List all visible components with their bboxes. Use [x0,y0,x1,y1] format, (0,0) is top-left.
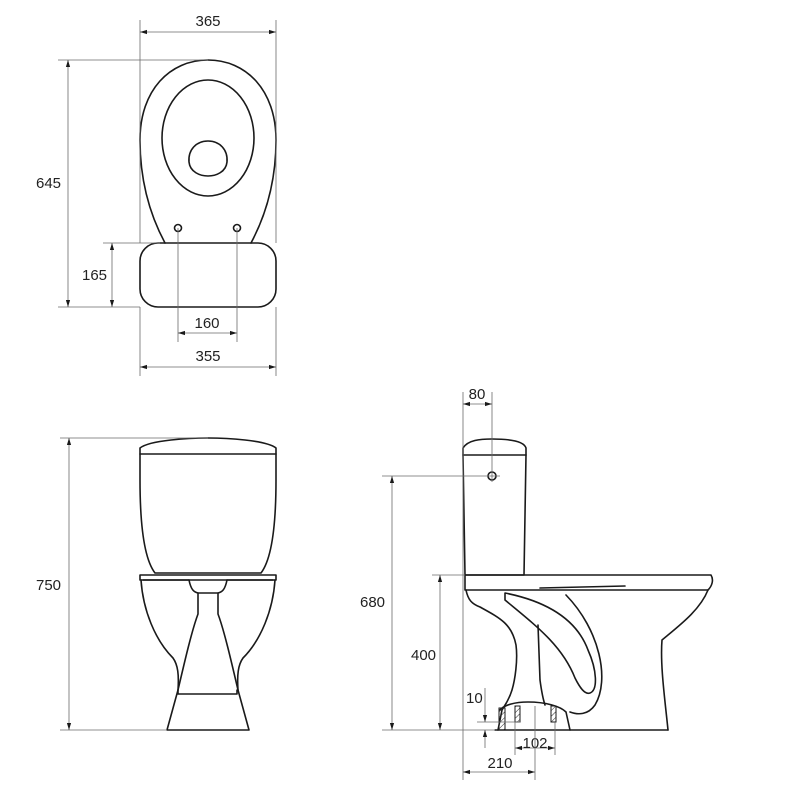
base-slot [177,689,238,695]
dim-overall-depth: 645 [36,175,61,192]
top-view: 365 645 165 160 355 [36,13,277,376]
drain-hole [188,140,228,177]
trapway [465,589,518,731]
dim-tank-width: 355 [195,348,220,365]
dim-inlet-height: 680 [360,594,385,611]
seat-opening [161,79,255,197]
dim-overall-width: 365 [195,13,220,30]
tank-lid-front [139,437,277,455]
dim-overall-height: 750 [36,577,61,594]
dim-outlet-height: 10 [466,690,483,707]
bowl-outline [139,59,277,244]
outlet-wall-inner-left [514,705,521,723]
dim-tank-depth: 165 [82,267,107,284]
tank-lid-side [462,438,527,456]
bowl-rim-front [139,574,277,581]
front-view: 750 [36,437,277,731]
side-view: 80 680 400 10 102 210 [360,386,714,780]
outlet-wall-inner-right [550,705,557,723]
dim-bolt-spacing: 160 [194,315,219,332]
bowl-rim-side [464,574,714,591]
tank-top [139,242,277,308]
bowl-body-front [140,579,276,731]
dim-inlet-offset: 80 [469,386,486,403]
outlet-wall-left [498,707,506,731]
dim-outlet-distance: 210 [487,755,512,772]
tank-body-front [139,453,277,574]
dim-seat-height: 400 [411,647,436,664]
